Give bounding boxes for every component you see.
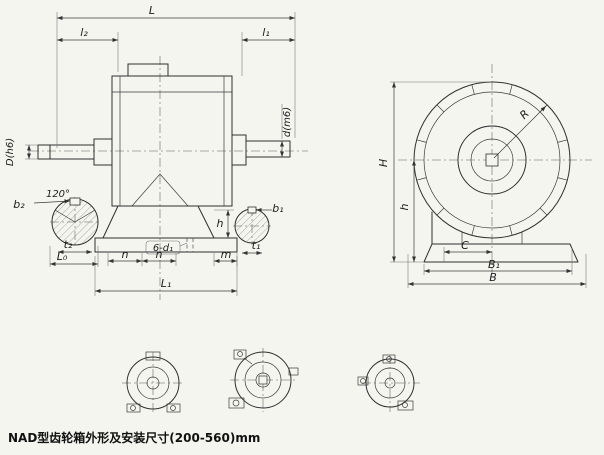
callout-box-6d1: [145, 240, 181, 255]
mounting-view-2: [228, 348, 299, 412]
base-hole-hidden-lines: [186, 238, 194, 252]
dim-label-C: C: [461, 239, 469, 252]
dim-label-n2: n: [156, 248, 163, 261]
dim-label-B1: B₁: [488, 258, 500, 271]
ext-L1: [94, 256, 238, 296]
ext-D: [25, 144, 38, 160]
input-shaft: [37, 138, 113, 166]
leader-b2: [33, 199, 71, 204]
dim-label-l2: l₂: [80, 26, 88, 39]
dim-label-b2: b₂: [13, 198, 25, 211]
dim-label-t1: t₁: [252, 239, 261, 252]
leader-R: [493, 105, 547, 159]
dim-label-H: H: [377, 159, 390, 167]
front-view: R H h C B₁ B: [377, 64, 592, 288]
ext-L: [56, 12, 296, 148]
output-shaft: [231, 134, 291, 166]
dim-label-6d1: 6-d₁: [153, 243, 173, 254]
dim-label-L: L: [149, 4, 155, 17]
ext-H: [390, 81, 492, 263]
ext-l2-l1: [117, 32, 243, 76]
side-view: L l₂ l₁ D(h6) d(m6) b₂ 120° t₂ L₀ b₁ t₁ …: [5, 4, 308, 300]
output-shaft-section: [234, 206, 270, 244]
front-base: [423, 211, 579, 263]
dim-label-front-h: h: [398, 203, 411, 210]
dim-label-L0: L₀: [57, 250, 68, 263]
dim-label-D: D(h6): [5, 138, 16, 166]
mounting-view-3: [357, 354, 420, 412]
dim-label-L1: L₁: [161, 277, 172, 290]
dim-label-m: m: [221, 248, 232, 261]
dim-label-d: d(m6): [282, 107, 293, 137]
drawing-caption: NAD型齿轮箱外形及安装尺寸(200-560)mm: [8, 430, 260, 445]
dim-label-h: h: [217, 217, 224, 230]
dim-label-n1: n: [122, 248, 129, 261]
dim-label-angle: 120°: [46, 189, 70, 200]
leader-6d1: [179, 242, 188, 247]
input-shaft-section: [51, 197, 99, 246]
dim-label-b1: b₁: [272, 202, 283, 215]
dim-label-t2: t₂: [64, 238, 73, 251]
dim-label-l1: l₁: [262, 26, 269, 39]
mounting-view-1: [122, 351, 184, 414]
dim-label-R: R: [517, 107, 532, 122]
dim-label-B: B: [489, 271, 497, 284]
